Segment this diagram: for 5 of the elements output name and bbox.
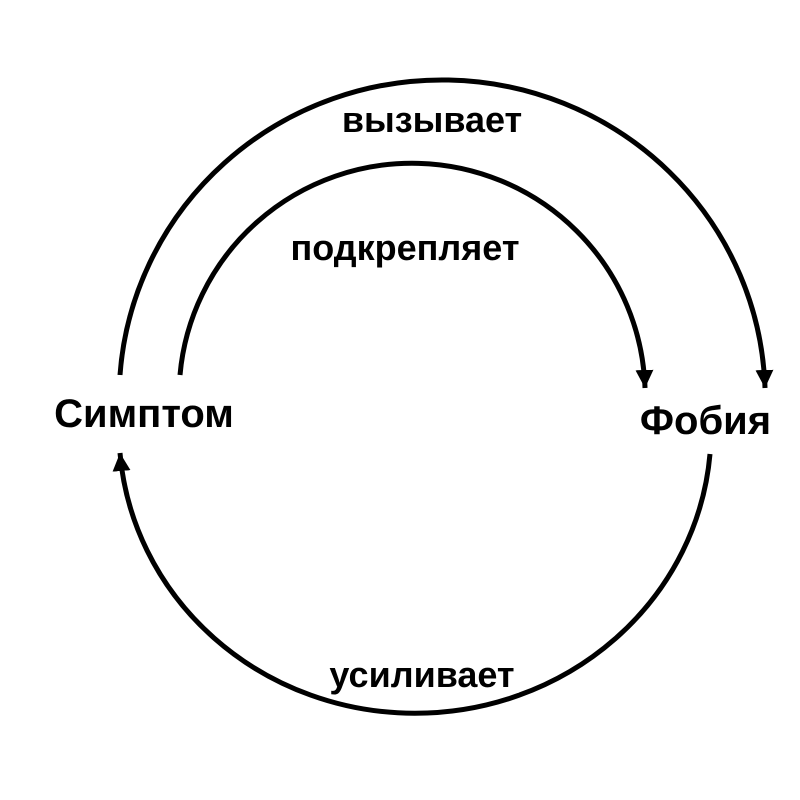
curved-arrow xyxy=(118,78,772,388)
curved-arrow xyxy=(178,160,652,388)
node-text: Симптом xyxy=(54,394,234,434)
node-text: Фобия xyxy=(640,401,772,441)
curved-arrow xyxy=(114,452,712,716)
